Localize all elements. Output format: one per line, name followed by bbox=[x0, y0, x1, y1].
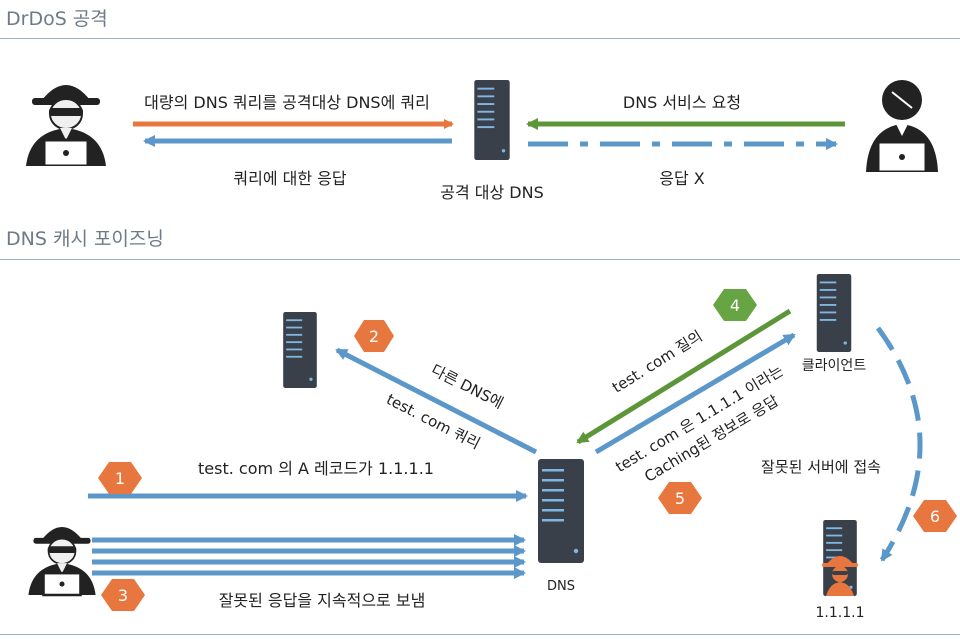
drdos-target-server-icon bbox=[474, 80, 510, 160]
drdos-user-icon bbox=[864, 78, 940, 172]
client-label: 클라이언트 bbox=[802, 358, 867, 374]
drdos-section-rule bbox=[0, 38, 960, 39]
svg-text:3: 3 bbox=[118, 586, 128, 605]
drdos-response-label: 쿼리에 대한 응답 bbox=[233, 169, 346, 188]
client-query-arrow bbox=[576, 308, 792, 445]
drdos-no-response-label: 응답 X bbox=[659, 169, 705, 188]
poisoning-section-rule bbox=[0, 259, 960, 260]
bottom-rule bbox=[0, 634, 960, 635]
step-badge-5: 5 bbox=[658, 482, 702, 514]
svg-text:4: 4 bbox=[730, 296, 740, 315]
poisoning-section-title: DNS 캐시 포이즈닝 bbox=[6, 228, 164, 250]
client-query-label: test. com 질의 bbox=[609, 327, 706, 397]
step-badge-3: 3 bbox=[101, 579, 145, 611]
drdos-query-label: 대량의 DNS 쿼리를 공격대상 DNS에 쿼리 bbox=[144, 93, 430, 112]
cached-response-arrow bbox=[594, 332, 796, 455]
query-other-dns-arrow bbox=[335, 347, 538, 455]
drdos-attacker-icon bbox=[24, 83, 108, 166]
dns-label: DNS bbox=[547, 579, 575, 594]
other-dns-server-icon bbox=[283, 312, 317, 388]
malicious-server-icon bbox=[822, 520, 858, 596]
persistent-response-label: 잘못된 응답을 지속적으로 보냄 bbox=[219, 591, 426, 610]
drdos-service-request-label: DNS 서비스 요청 bbox=[623, 93, 741, 112]
step-badge-4: 4 bbox=[713, 289, 757, 321]
step-badge-6: 6 bbox=[913, 500, 957, 532]
svg-text:1: 1 bbox=[115, 469, 125, 488]
svg-text:6: 6 bbox=[930, 507, 940, 526]
svg-text:2: 2 bbox=[369, 327, 379, 346]
svg-text:5: 5 bbox=[675, 489, 685, 508]
bad-server-connect-arrow bbox=[875, 326, 923, 562]
bad-server-label: 잘못된 서버에 접속 bbox=[761, 458, 881, 476]
a-record-label: test. com 의 A 레코드가 1.1.1.1 bbox=[198, 459, 434, 478]
bad-ip-label: 1.1.1.1 bbox=[816, 605, 865, 621]
step-badge-1: 1 bbox=[98, 462, 142, 494]
step-badge-2: 2 bbox=[354, 320, 394, 352]
drdos-target-dns-label: 공격 대상 DNS bbox=[440, 183, 544, 202]
drdos-section-title: DrDoS 공격 bbox=[6, 8, 108, 30]
dns-server-icon bbox=[538, 459, 584, 563]
poisoning-attacker-icon bbox=[27, 525, 97, 597]
client-server-icon bbox=[816, 274, 852, 352]
